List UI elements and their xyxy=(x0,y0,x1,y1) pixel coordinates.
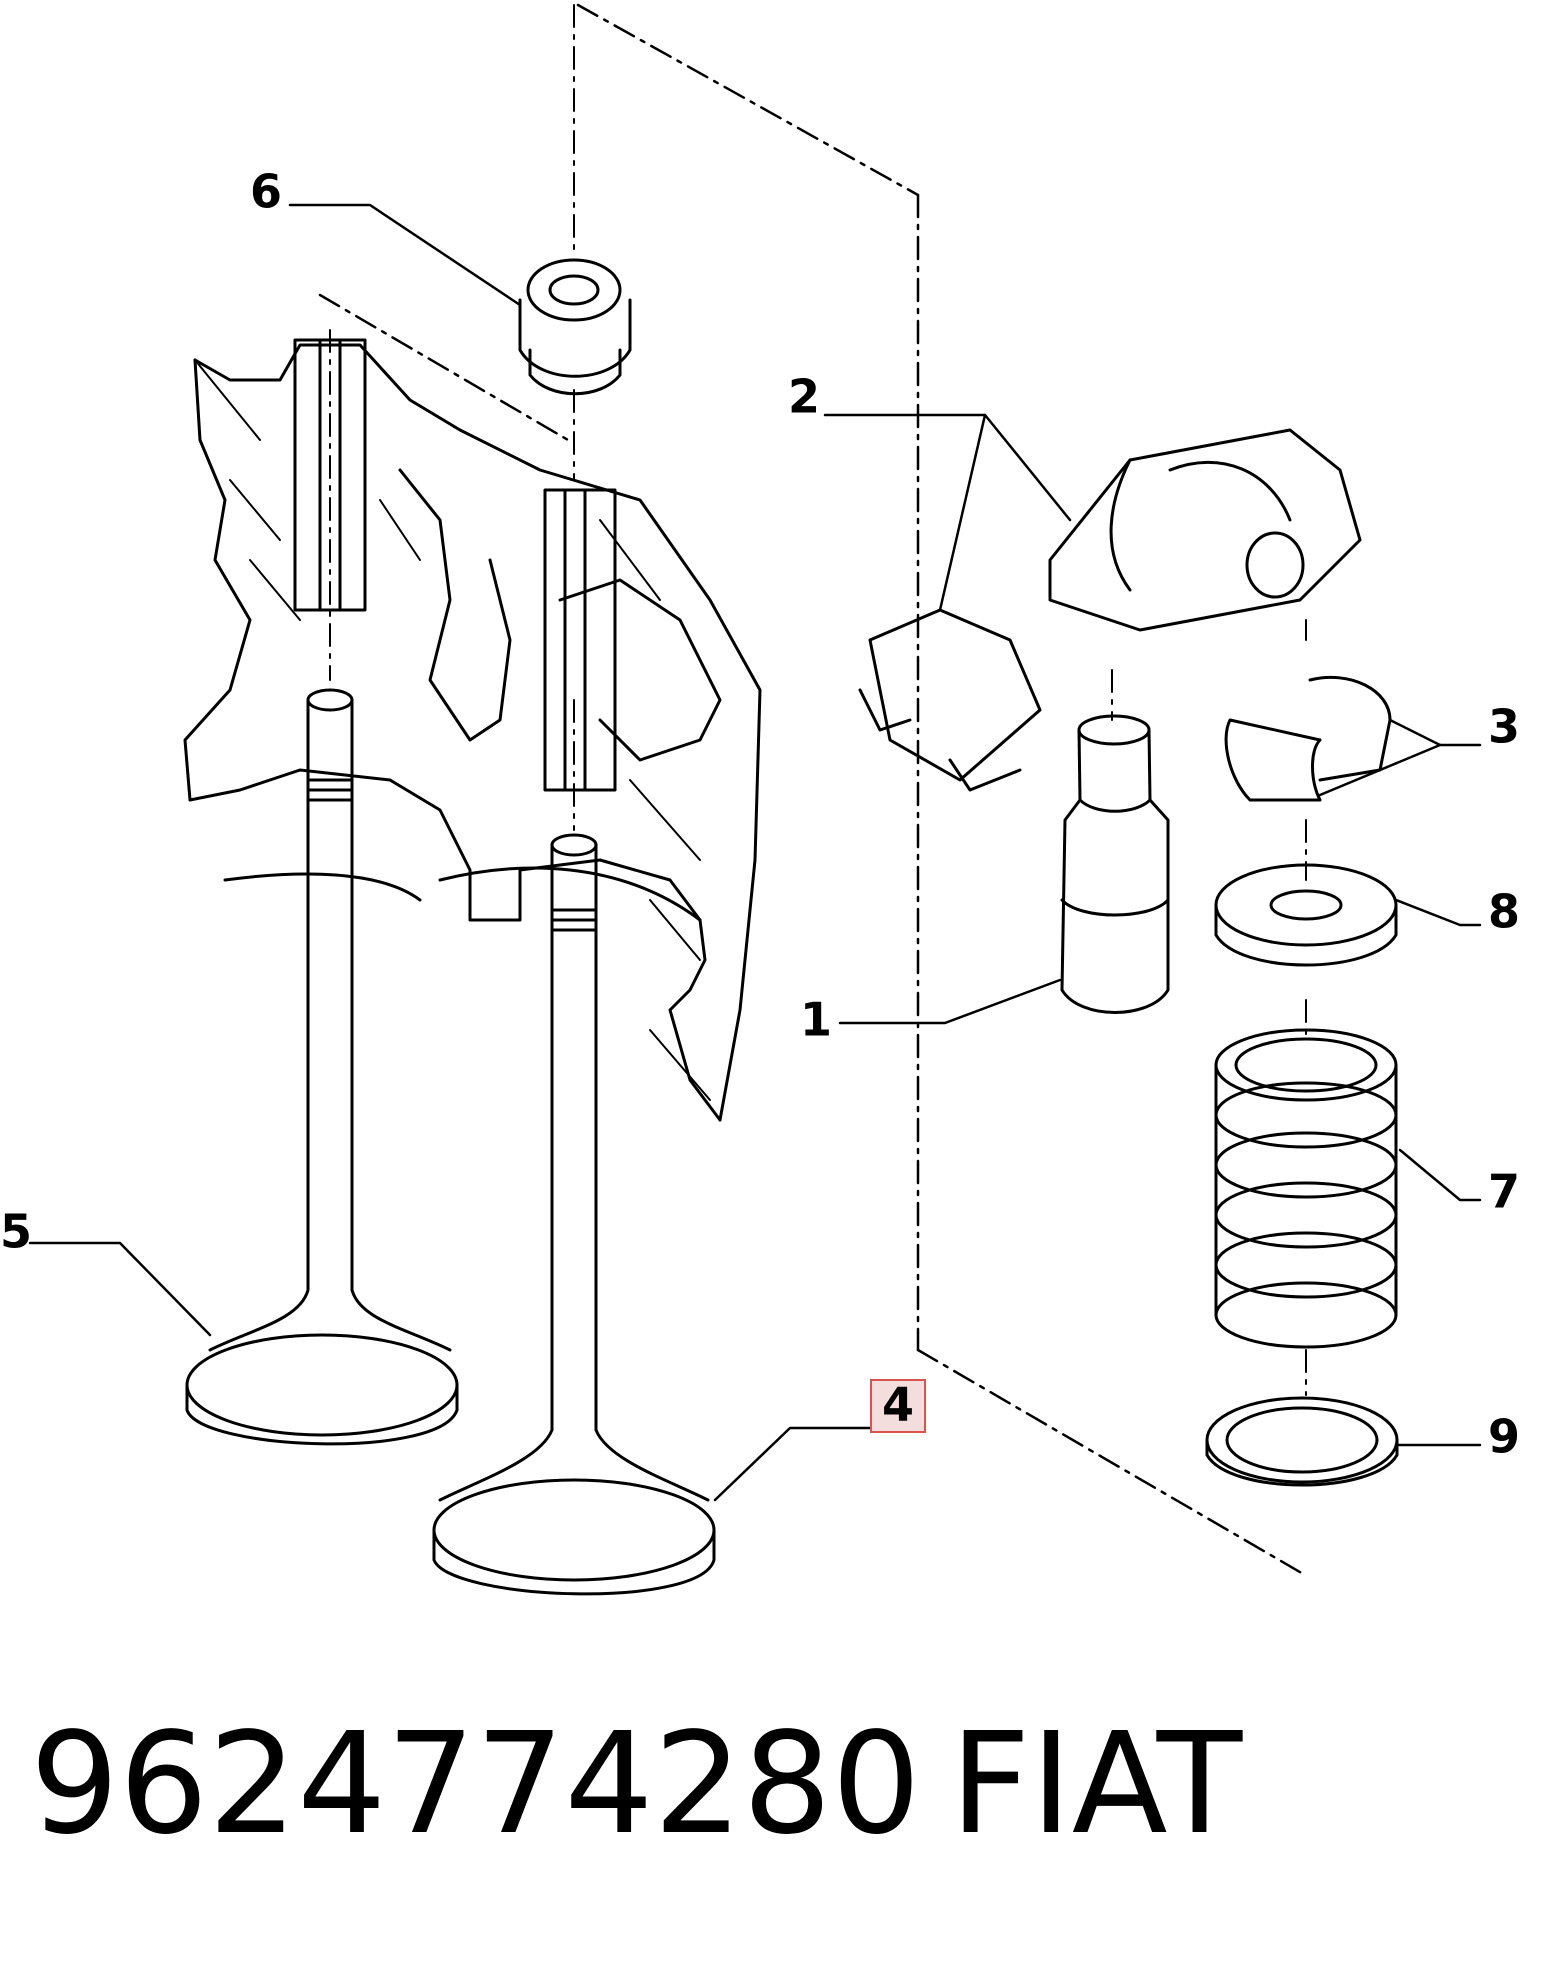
callout-9: 9 xyxy=(1488,1410,1520,1464)
callout-7: 7 xyxy=(1488,1165,1520,1219)
callout-5: 5 xyxy=(0,1205,32,1259)
callout-labels: 1 2 3 4 5 6 7 8 9 xyxy=(0,165,1520,1464)
footer: 9624774280 FIAT xyxy=(30,1705,1530,1865)
valve-stem-seal xyxy=(518,258,632,396)
callout-3: 3 xyxy=(1488,700,1520,754)
rocker-arm xyxy=(1048,428,1362,632)
hydraulic-tappet xyxy=(1060,714,1170,1014)
spring-retainer xyxy=(1214,863,1398,967)
callout-6: 6 xyxy=(250,165,282,219)
part-number: 9624774280 xyxy=(30,1703,921,1866)
axis-lines xyxy=(329,4,1307,1396)
valve-spring xyxy=(1214,1028,1398,1349)
brand-name: FIAT xyxy=(950,1703,1243,1866)
exploded-valve-diagram: 1 2 3 4 5 6 7 8 9 xyxy=(0,3,1520,1596)
callout-2: 2 xyxy=(788,370,820,424)
intake-valve xyxy=(185,688,459,1446)
assembly-frame xyxy=(318,3,1307,1577)
valve-cotters xyxy=(1224,675,1392,802)
exhaust-valve xyxy=(432,833,716,1596)
spring-seat-washer xyxy=(1205,1396,1399,1487)
callout-1: 1 xyxy=(800,993,832,1047)
rocker-clip xyxy=(858,608,1042,792)
callout-8: 8 xyxy=(1488,885,1520,939)
callout-4: 4 xyxy=(882,1378,914,1432)
callout-4-highlight-box xyxy=(870,1379,926,1433)
cylinder-head-section xyxy=(183,338,762,1122)
leader-lines xyxy=(28,203,1482,1502)
